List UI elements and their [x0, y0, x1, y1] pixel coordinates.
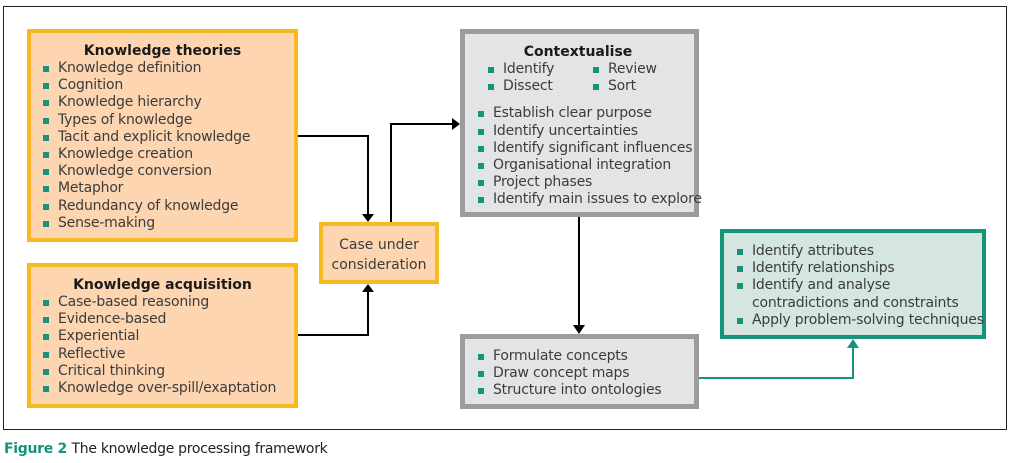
square-bullet-icon: [478, 128, 484, 135]
list-item: Identify relationships: [735, 260, 976, 277]
list-item: Apply problem-solving techniques: [735, 312, 984, 329]
square-bullet-icon: [478, 197, 484, 204]
list-item: Identify: [486, 61, 591, 78]
list-item: Review: [591, 61, 657, 78]
square-bullet-icon: [593, 84, 599, 91]
list-item: Evidence-based: [41, 311, 294, 328]
analysis-list: Identify attributes Identify relationshi…: [735, 243, 984, 329]
square-bullet-icon: [43, 100, 49, 107]
square-bullet-icon: [43, 134, 49, 141]
list-item: Formulate concepts: [476, 348, 694, 365]
contextualise-list: Establish clear purpose Identify uncerta…: [476, 105, 702, 208]
list-item: Dissect: [486, 78, 591, 95]
square-bullet-icon: [43, 334, 49, 341]
square-bullet-icon: [43, 152, 49, 159]
list-item: Identify and analyse contradictions and …: [735, 277, 984, 311]
square-bullet-icon: [43, 66, 49, 72]
figure-caption: Figure 2 The knowledge processing framew…: [4, 441, 328, 457]
list-item: Identify attributes: [735, 243, 976, 260]
knowledge-theories-box: Knowledge theories Knowledge definition …: [27, 29, 298, 242]
list-item: Knowledge creation: [41, 146, 294, 163]
knowledge-theories-list: Knowledge definition Cognition Knowledge…: [41, 60, 294, 232]
square-bullet-icon: [478, 180, 484, 187]
contextualise-title: Contextualise: [523, 44, 633, 60]
figure-label: Figure 2: [4, 441, 67, 457]
analysis-box: Identify attributes Identify relationshi…: [720, 229, 986, 339]
square-bullet-icon: [43, 368, 49, 375]
square-bullet-icon: [488, 84, 494, 91]
square-bullet-icon: [43, 83, 49, 90]
square-bullet-icon: [43, 203, 49, 210]
list-item: Reflective: [41, 346, 294, 363]
square-bullet-icon: [43, 117, 49, 124]
contextualise-actions: Identify Dissect Review Sort: [476, 61, 694, 95]
square-bullet-icon: [488, 67, 494, 73]
square-bullet-icon: [478, 388, 484, 395]
square-bullet-icon: [43, 220, 49, 227]
knowledge-acquisition-list: Case-based reasoning Evidence-based Expe…: [41, 294, 294, 397]
list-item: Structure into ontologies: [476, 382, 694, 399]
list-item: Types of knowledge: [41, 112, 294, 129]
square-bullet-icon: [737, 249, 743, 255]
list-item: Identify significant influences: [476, 140, 694, 157]
actions-left-list: Identify Dissect: [486, 61, 591, 95]
square-bullet-icon: [478, 145, 484, 152]
actions-right-list: Review Sort: [591, 61, 657, 95]
list-item: Organisational integration: [476, 157, 694, 174]
knowledge-theories-title: Knowledge theories: [83, 43, 242, 59]
concepts-list: Formulate concepts Draw concept maps Str…: [476, 348, 694, 400]
concepts-box: Formulate concepts Draw concept maps Str…: [460, 334, 699, 409]
square-bullet-icon: [478, 111, 484, 118]
knowledge-acquisition-box: Knowledge acquisition Case-based reasoni…: [27, 263, 298, 408]
square-bullet-icon: [43, 169, 49, 176]
case-under-consideration-box: Case under consideration: [319, 222, 439, 284]
square-bullet-icon: [593, 67, 599, 73]
list-item: Knowledge hierarchy: [41, 94, 294, 111]
square-bullet-icon: [478, 163, 484, 170]
list-item: Cognition: [41, 77, 294, 94]
case-label-line1: Case under: [339, 237, 419, 253]
contextualise-box: Contextualise Identify Dissect Review So…: [460, 29, 702, 217]
list-item: Establish clear purpose: [476, 105, 694, 122]
square-bullet-icon: [737, 283, 743, 290]
square-bullet-icon: [43, 300, 49, 306]
list-item: Draw concept maps: [476, 365, 694, 382]
square-bullet-icon: [43, 386, 49, 393]
list-item: Critical thinking: [41, 363, 294, 380]
figure-title: The knowledge processing framework: [71, 441, 328, 457]
list-item: Metaphor: [41, 180, 294, 197]
list-item: Redundancy of knowledge: [41, 198, 294, 215]
square-bullet-icon: [43, 351, 49, 358]
square-bullet-icon: [737, 317, 743, 324]
square-bullet-icon: [737, 266, 743, 273]
list-item: Tacit and explicit knowledge: [41, 129, 294, 146]
square-bullet-icon: [43, 317, 49, 324]
list-item: Sense-making: [41, 215, 294, 232]
square-bullet-icon: [478, 371, 484, 378]
list-item: Project phases: [476, 174, 694, 191]
list-item: Case-based reasoning: [41, 294, 294, 311]
square-bullet-icon: [478, 354, 484, 360]
list-item: Identify uncertainties: [476, 123, 694, 140]
case-label-line2: consideration: [331, 257, 427, 273]
list-item: Identify main issues to explore: [476, 191, 702, 208]
list-item: Knowledge over-spill/exaptation: [41, 380, 294, 397]
list-item: Experiential: [41, 328, 294, 345]
square-bullet-icon: [43, 186, 49, 193]
knowledge-acquisition-title: Knowledge acquisition: [73, 277, 252, 293]
list-item: Knowledge conversion: [41, 163, 294, 180]
list-item: Knowledge definition: [41, 60, 294, 77]
list-item: Sort: [591, 78, 657, 95]
